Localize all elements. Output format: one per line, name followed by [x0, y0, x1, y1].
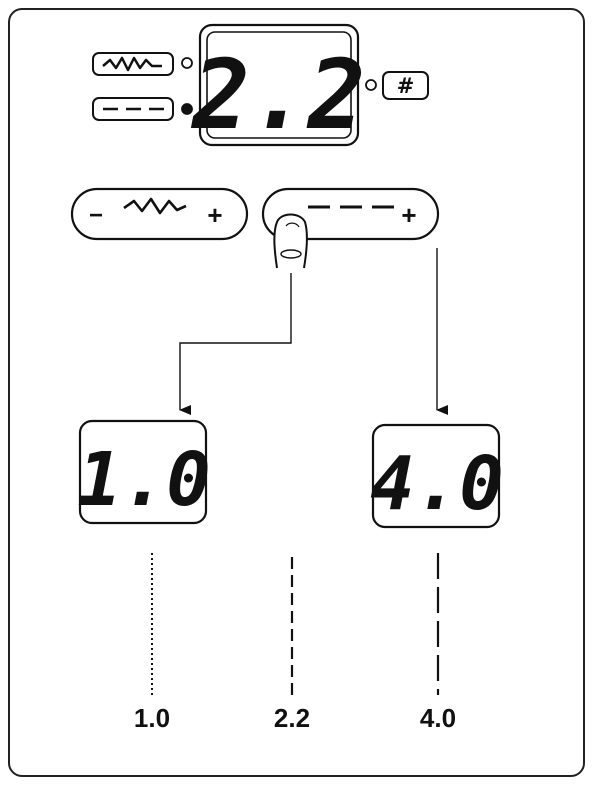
stitch-label-2-2: 2.2 — [273, 703, 311, 733]
instruction-frame — [8, 8, 585, 777]
zigzag-indicator-light — [181, 57, 193, 69]
zigzag-mode-icon — [92, 52, 174, 76]
max-length-display: 4.0 — [370, 423, 504, 529]
stitch-label-1-0: 1.0 — [133, 703, 171, 733]
length-plus-label: + — [401, 200, 416, 230]
main-display: 2.2 — [190, 23, 366, 151]
lock-button-label: # — [397, 74, 415, 98]
finger-icon — [273, 213, 308, 269]
max-length-value: 4.0 — [370, 441, 504, 527]
lock-button[interactable]: # — [382, 71, 429, 100]
width-plus-label: + — [207, 200, 222, 230]
stitch-label-4-0: 4.0 — [419, 703, 457, 733]
zigzag-icon — [123, 197, 187, 215]
min-length-display: 1.0 — [77, 419, 211, 525]
main-display-value: 2.2 — [190, 39, 365, 151]
width-minus-label: − — [89, 202, 103, 229]
arrow-to-min-length — [179, 273, 292, 415]
right-indicator-light — [365, 79, 377, 91]
straight-indicator-light — [181, 103, 193, 115]
stitch-width-button[interactable]: − + — [70, 187, 249, 241]
min-length-value: 1.0 — [77, 437, 211, 523]
straight-mode-icon — [92, 97, 174, 121]
